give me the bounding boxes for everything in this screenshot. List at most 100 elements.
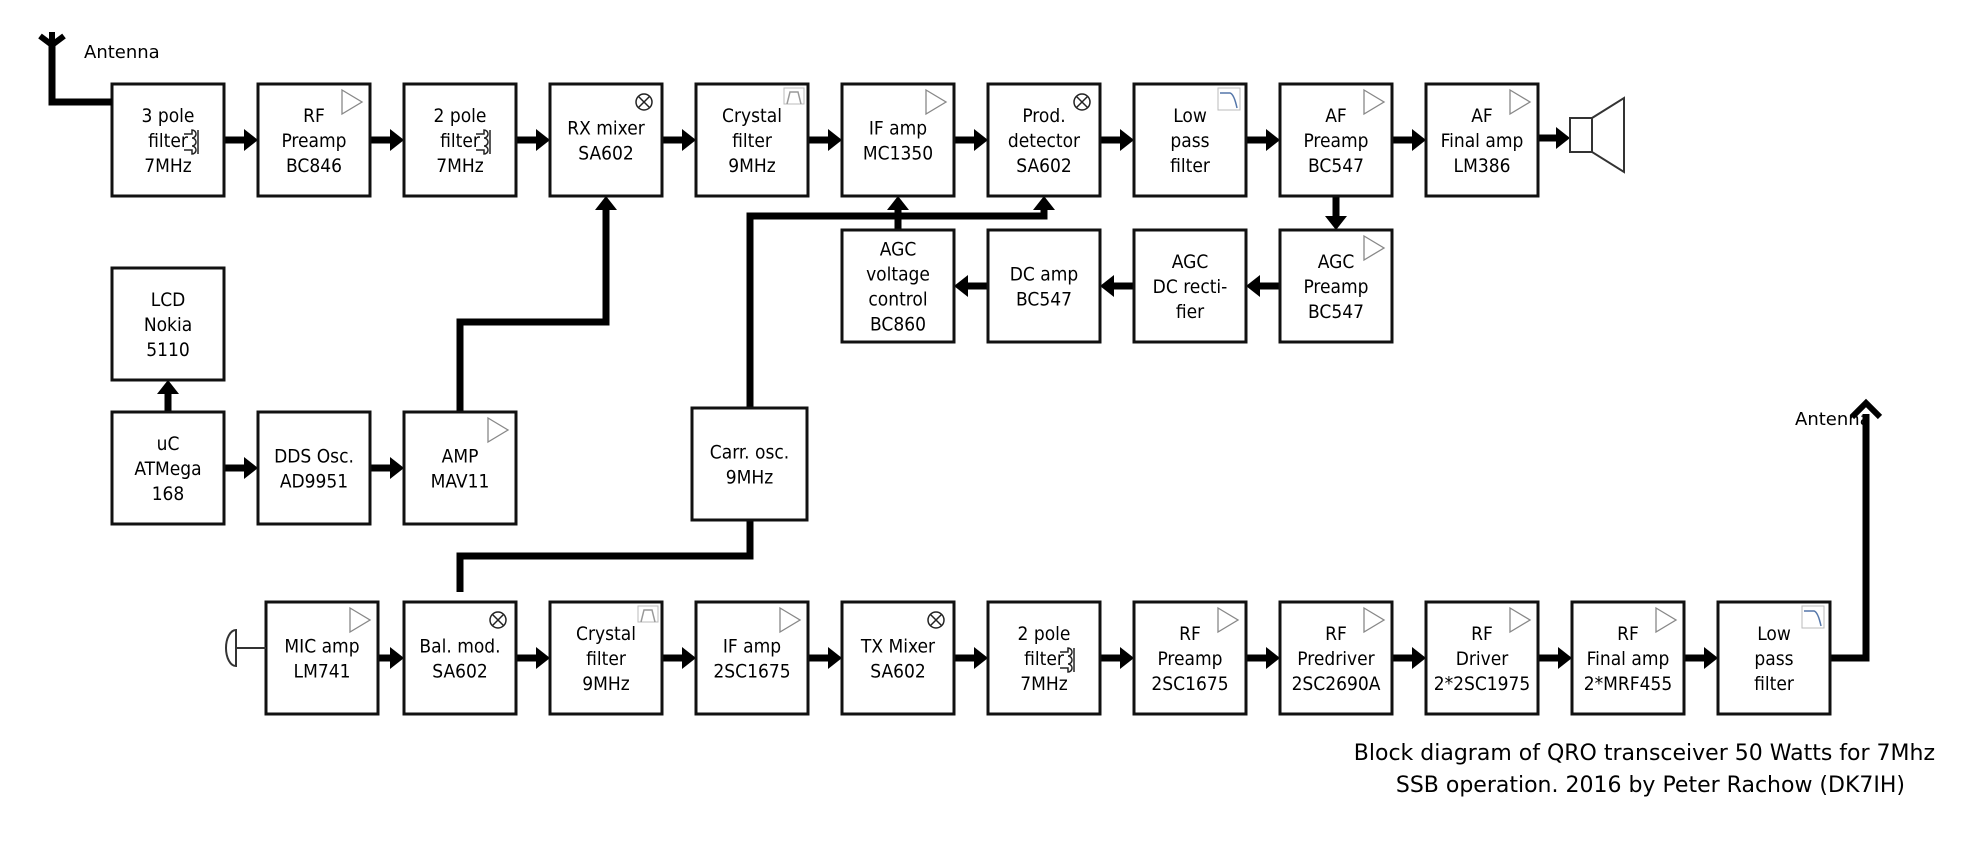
tx-antenna-line [1830, 414, 1870, 662]
speaker-arrow [1538, 127, 1570, 149]
crystal-filter-icon [637, 605, 659, 623]
block-label: fier [1176, 301, 1205, 323]
crystal-filter-icon [783, 87, 805, 105]
amplifier-icon [1363, 234, 1386, 262]
block-label: DDS Osc. [274, 446, 354, 468]
block-label: 9MHz [582, 673, 629, 695]
block-label: Preamp [1303, 276, 1368, 298]
block-label: filter [1170, 155, 1211, 177]
amplifier-icon [1363, 88, 1386, 116]
block-label: 7MHz [1020, 673, 1067, 695]
block-label: 2*MRF455 [1584, 673, 1673, 695]
block-label: LCD [151, 289, 186, 311]
block-label: 5110 [146, 339, 190, 361]
block-label: Prod. [1022, 105, 1065, 127]
antenna-tx-icon [1849, 398, 1883, 420]
block-label: RF [1617, 623, 1639, 645]
coil-icon [1060, 647, 1075, 673]
block-label: filter [732, 130, 773, 152]
uc-to-dds-arrow [224, 457, 258, 479]
block-label: LM741 [294, 661, 351, 683]
antenna-tx-label: Antenna [1795, 409, 1871, 430]
agc-tap-arrow [1325, 196, 1347, 230]
block-label: IF amp [869, 118, 927, 140]
carrier-to-modulator-line [456, 520, 754, 592]
block-label: 2SC1675 [1151, 673, 1228, 695]
mixer-icon [927, 611, 945, 629]
block-label: detector [1008, 130, 1081, 152]
block-label: SA602 [870, 661, 926, 683]
block-label: Final amp [1441, 130, 1524, 152]
block-label: SA602 [578, 143, 634, 165]
block-label: BC860 [870, 314, 926, 336]
block-label: RF [1179, 623, 1201, 645]
block-label: AGC [1172, 251, 1209, 273]
lowpass-icon [1801, 605, 1825, 629]
block-label: BC547 [1308, 155, 1364, 177]
block-label: filter [1024, 648, 1065, 670]
coil-icon [476, 129, 491, 155]
antenna-rx-icon [38, 32, 112, 106]
block-label: Low [1173, 105, 1207, 127]
block-label: 9MHz [728, 155, 775, 177]
block-lcd: LCD Nokia 5110 [110, 266, 226, 382]
uc-to-lcd-arrow [157, 380, 179, 412]
agc-chain-arrow [1246, 275, 1280, 297]
block-label: Preamp [281, 130, 346, 152]
block-label: AGC [1318, 251, 1355, 273]
block-label: filter [1754, 673, 1795, 695]
block-if-amp-tx: IF amp 2SC1675 [694, 600, 810, 716]
block-label: AF [1471, 105, 1493, 127]
tx-chain-arrow [954, 647, 988, 669]
amplifier-icon [1363, 606, 1386, 634]
tx-chain-arrow [808, 647, 842, 669]
rx-chain-arrow [370, 129, 404, 151]
mixer-icon [1073, 93, 1091, 111]
carrier-to-detector-arrow [746, 196, 1055, 408]
block-label: AMP [442, 446, 479, 468]
tx-chain-arrow [1392, 647, 1426, 669]
block-label: uC [157, 433, 180, 455]
block-label: SA602 [432, 661, 488, 683]
block-label: AD9951 [280, 471, 348, 493]
tx-chain-arrow [1538, 647, 1572, 669]
rx-chain-arrow [516, 129, 550, 151]
block-label: 2SC1675 [713, 661, 790, 683]
block-label: Nokia [144, 314, 192, 336]
block-label: BC547 [1016, 289, 1072, 311]
block-label: 3 pole [142, 105, 195, 127]
rx-chain-arrow [1392, 129, 1426, 151]
block-dds: DDS Osc. AD9951 [256, 410, 372, 526]
block-label: LM386 [1454, 155, 1511, 177]
amplifier-icon [925, 88, 948, 116]
block-label: filter [586, 648, 627, 670]
amplifier-icon [779, 606, 802, 634]
agc-chain-arrow [954, 275, 988, 297]
rx-chain-arrow [1100, 129, 1134, 151]
block-label: RF [303, 105, 325, 127]
block-label: 168 [152, 483, 185, 505]
block-label: IF amp [723, 636, 781, 658]
symbols-layer: Antenna Antenna Block diagram of QRO tra… [38, 32, 1935, 798]
caption-line-2: SSB operation. 2016 by Peter Rachow (DK7… [1396, 773, 1905, 798]
tx-chain-arrow [378, 647, 404, 669]
block-label: 2SC2690A [1292, 673, 1381, 695]
